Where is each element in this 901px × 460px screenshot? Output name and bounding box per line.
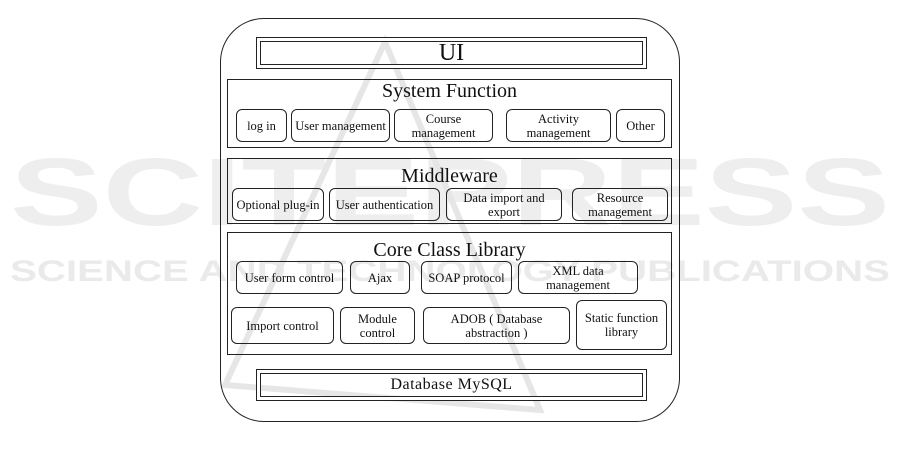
ui-band [256,37,647,69]
data-import-export-box: Data import and export [446,188,562,221]
user-management-box: User management [291,109,390,142]
middleware-title: Middleware [401,165,498,187]
core-class-library-layer [227,232,672,355]
course-management-box: Course management [394,109,493,142]
system-function-title: System Function [381,80,517,102]
module-control-box: Module control [340,307,415,344]
xml-data-management-box: XML data management [518,261,638,294]
resource-management-box: Resource management [572,188,668,221]
ajax-box: Ajax [350,261,410,294]
adob-database-abstraction-box: ADOB ( Database abstraction ) [423,307,570,344]
static-function-library-box: Static function library [576,300,667,350]
other-box: Other [616,109,665,142]
middleware-layer [227,158,672,224]
soap-protocol-box: SOAP protocol [421,261,512,294]
import-control-box: Import control [231,307,334,344]
watermark-triangle [220,34,545,414]
core-class-library-title: Core Class Library [373,239,526,261]
log-in-box: log in [236,109,287,142]
database-band-label: Database MySQL [390,376,513,393]
activity-management-box: Activity management [506,109,611,142]
outer-frame [220,18,680,422]
system-function-layer [227,79,672,148]
database-band [256,369,647,401]
watermark-small-text: SCIENCE AND TECHNOLOGY PUBLICATIONS [10,255,890,288]
user-authentication-box: User authentication [329,188,440,221]
ui-band-label: UI [438,40,465,66]
user-form-control-box: User form control [236,261,343,294]
optional-plug-in-box: Optional plug-in [232,188,324,221]
